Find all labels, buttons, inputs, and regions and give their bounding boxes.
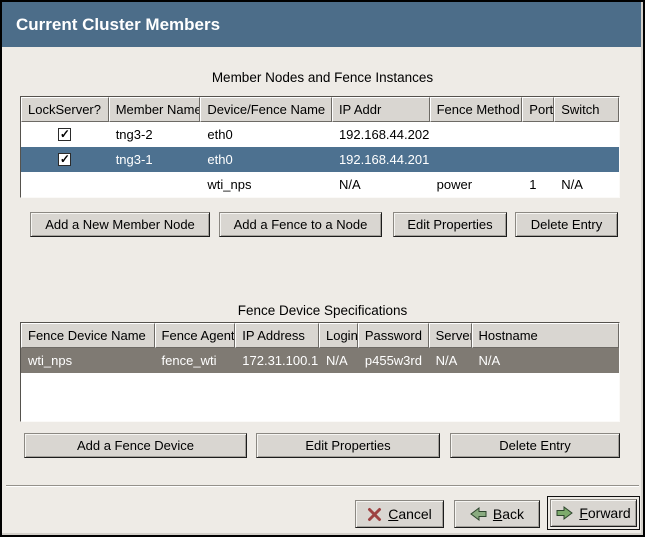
page-title: Current Cluster Members xyxy=(16,15,221,34)
add-member-node-button[interactable]: Add a New Member Node xyxy=(30,212,210,237)
ip-cell: 192.168.44.201 xyxy=(338,152,430,167)
member-name-cell: tng3-1 xyxy=(115,152,153,167)
member-name-cell: tng3-2 xyxy=(115,127,153,142)
device-cell: eth0 xyxy=(207,152,233,167)
server-cell: N/A xyxy=(435,353,458,368)
cancel-label: Cancel xyxy=(388,506,432,522)
table-row-selected-inactive[interactable]: wti_nps fence_wti 172.31.100.1 N/A p455w… xyxy=(21,348,619,373)
member-nodes-table: LockServer? Member Name Device/Fence Nam… xyxy=(20,96,620,198)
port-cell xyxy=(522,147,554,172)
col-header-fence-agent[interactable]: Fence Agent xyxy=(154,323,236,348)
forward-label: Forward xyxy=(579,505,631,521)
port-cell: 1 xyxy=(529,177,537,192)
table-row-selected[interactable]: ✓ tng3-1 eth0 192.168.44.201 xyxy=(21,147,619,172)
edit-properties-button-devices[interactable]: Edit Properties xyxy=(256,433,440,458)
col-header-password[interactable]: Password xyxy=(357,323,429,348)
member-table-caption: Member Nodes and Fence Instances xyxy=(211,70,434,85)
ip-address-cell: 172.31.100.1 xyxy=(242,353,319,368)
col-header-server[interactable]: Server xyxy=(428,323,472,348)
delete-entry-button-devices[interactable]: Delete Entry xyxy=(450,433,620,458)
col-header-device-fence-name[interactable]: Device/Fence Name xyxy=(200,97,332,122)
delete-entry-button-members[interactable]: Delete Entry xyxy=(515,212,618,237)
table-row[interactable]: ✓ tng3-2 eth0 192.168.44.202 xyxy=(21,122,619,147)
cancel-button[interactable]: Cancel xyxy=(355,500,444,528)
forward-button[interactable]: Forward xyxy=(550,499,637,527)
col-header-fence-method[interactable]: Fence Method xyxy=(429,97,523,122)
device-cell: wti_nps xyxy=(207,177,252,192)
member-table-header: LockServer? Member Name Device/Fence Nam… xyxy=(21,97,619,122)
edit-properties-button-members[interactable]: Edit Properties xyxy=(393,212,507,237)
device-cell: eth0 xyxy=(207,127,233,142)
add-fence-to-node-button[interactable]: Add a Fence to a Node xyxy=(219,212,382,237)
login-cell: N/A xyxy=(325,353,348,368)
port-cell xyxy=(522,122,554,147)
method-cell xyxy=(430,122,523,147)
fence-devices-table: Fence Device Name Fence Agent IP Address… xyxy=(20,322,620,422)
col-header-port[interactable]: Port xyxy=(522,97,555,122)
ip-cell: 192.168.44.202 xyxy=(338,127,430,142)
table-row[interactable]: wti_nps N/A power 1 N/A xyxy=(21,172,619,197)
hostname-cell: N/A xyxy=(478,353,501,368)
agent-cell: fence_wti xyxy=(161,353,217,368)
method-cell xyxy=(430,147,523,172)
forward-arrow-icon xyxy=(556,506,574,520)
footer-separator xyxy=(6,485,639,487)
col-header-ip-address[interactable]: IP Address xyxy=(235,323,319,348)
cancel-x-icon xyxy=(367,507,382,522)
add-fence-device-button[interactable]: Add a Fence Device xyxy=(24,433,247,458)
col-header-member-name[interactable]: Member Name xyxy=(108,97,201,122)
title-bar: Current Cluster Members xyxy=(2,2,641,47)
lockserver-cell xyxy=(21,172,109,197)
checkbox-checked-icon[interactable]: ✓ xyxy=(58,152,72,166)
back-arrow-icon xyxy=(470,507,487,521)
method-cell: power xyxy=(436,177,473,192)
lockserver-cell: ✓ xyxy=(21,122,109,147)
ip-cell: N/A xyxy=(338,177,361,192)
back-label: Back xyxy=(492,506,525,522)
member-name-cell xyxy=(109,172,201,197)
col-header-fence-device-name[interactable]: Fence Device Name xyxy=(21,323,155,348)
back-button[interactable]: Back xyxy=(454,500,540,528)
password-cell: p455w3rd xyxy=(364,353,422,368)
col-header-switch[interactable]: Switch xyxy=(554,97,619,122)
switch-cell xyxy=(554,122,619,147)
lockserver-cell: ✓ xyxy=(21,147,109,172)
switch-cell: N/A xyxy=(561,177,583,192)
col-header-hostname[interactable]: Hostname xyxy=(471,323,619,348)
forward-default-ring: Forward xyxy=(547,496,640,530)
switch-cell xyxy=(554,147,619,172)
fence-table-header: Fence Device Name Fence Agent IP Address… xyxy=(21,323,619,348)
fence-table-caption: Fence Device Specifications xyxy=(237,303,408,318)
col-header-lockserver[interactable]: LockServer? xyxy=(21,97,109,122)
checkbox-checked-icon[interactable]: ✓ xyxy=(58,127,72,141)
col-header-ip-addr[interactable]: IP Addr xyxy=(331,97,430,122)
col-header-login[interactable]: Login xyxy=(318,323,358,348)
device-name-cell: wti_nps xyxy=(28,353,73,368)
